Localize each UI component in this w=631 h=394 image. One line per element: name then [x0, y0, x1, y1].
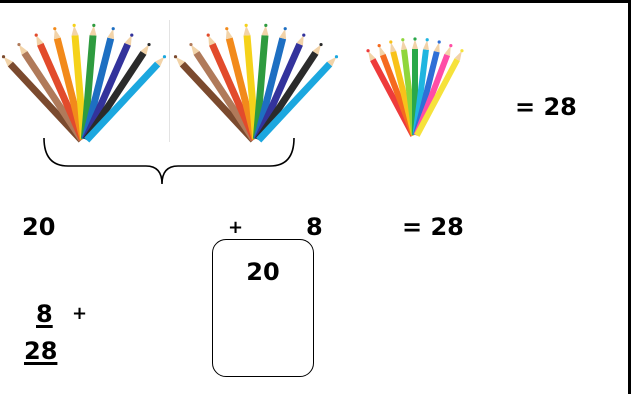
column-plus-sign: +: [72, 303, 88, 324]
pencil-icon: [17, 42, 85, 142]
pencil-icon: [34, 33, 86, 141]
pencil-icon: [253, 27, 287, 140]
pencil-icon: [82, 33, 134, 141]
curly-brace-icon: [43, 137, 295, 185]
pencil-icon: [1, 55, 84, 143]
pencil-group-3: [366, 37, 464, 137]
column-result: 28: [24, 337, 58, 365]
row2-plus-sign: +: [228, 217, 244, 238]
row2-right-term: 8: [306, 213, 323, 241]
pencil-group-1: [1, 23, 167, 143]
pencil-icon: [173, 55, 256, 143]
pencil-icon: [243, 23, 260, 140]
pencil-icon: [71, 23, 88, 140]
answer-box-value: 20: [246, 258, 280, 286]
answer-box: 20: [212, 239, 314, 377]
row2-equals-total: = 28: [402, 213, 464, 241]
pencil-icon: [256, 55, 339, 143]
pencil-group-2: [173, 23, 339, 143]
pencil-icon: [81, 27, 115, 140]
pencil-icon: [83, 42, 151, 142]
pencil-icon: [255, 42, 323, 142]
pencil-icon: [252, 23, 269, 140]
image-divider: [169, 20, 170, 142]
pencil-icon: [80, 23, 97, 140]
top-border-line: [0, 0, 631, 3]
pencil-icon: [189, 42, 257, 142]
pencil-icon: [414, 49, 464, 137]
column-addend: 8: [36, 300, 53, 328]
row1-equals-total: = 28: [515, 93, 577, 121]
pencil-icon: [206, 33, 258, 141]
pencil-icon: [254, 33, 306, 141]
row2-left-term: 20: [22, 213, 56, 241]
pencil-icon: [225, 27, 259, 140]
right-border-line: [628, 0, 631, 394]
pencil-icon: [53, 27, 87, 140]
pencil-icon: [84, 55, 167, 143]
